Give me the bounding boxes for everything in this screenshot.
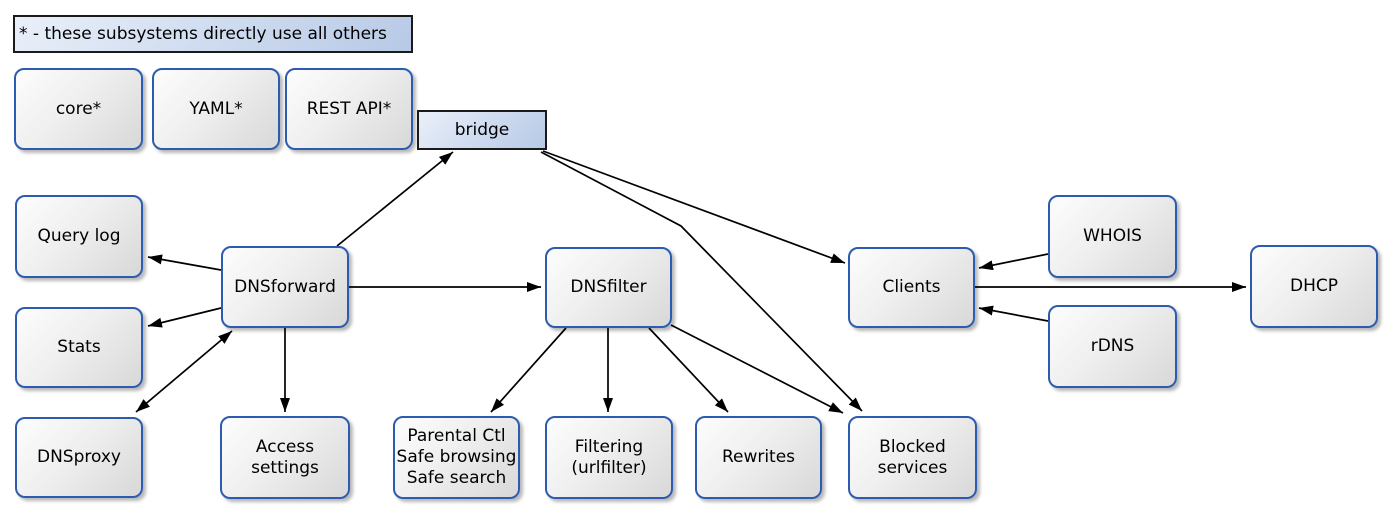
node-yaml: YAML* <box>152 68 280 150</box>
node-clients: Clients <box>848 247 975 328</box>
node-dnsfilter: DNSfilter <box>545 247 672 328</box>
edge-dnsforward-query_log <box>147 254 222 271</box>
legend-label: * - these subsystems directly use all ot… <box>19 23 387 44</box>
node-core: core* <box>14 68 143 150</box>
node-stats: Stats <box>15 307 143 388</box>
edge-dnsproxy-dnsforward <box>135 330 233 413</box>
node-dhcp-label: DHCP <box>1290 276 1338 297</box>
node-parental: Parental Ctl Safe browsing Safe search <box>393 416 520 499</box>
node-whois-label: WHOIS <box>1083 226 1142 247</box>
edge-bridge-blocked_services <box>540 151 863 412</box>
node-parental-label: Parental Ctl Safe browsing Safe search <box>396 426 517 488</box>
node-bridge-label: bridge <box>454 119 510 140</box>
node-dhcp: DHCP <box>1250 245 1378 328</box>
node-clients-label: Clients <box>882 277 941 298</box>
node-dnsforward-label: DNSforward <box>234 276 336 297</box>
edge-rdns-clients <box>978 305 1049 322</box>
node-query-log-label: Query log <box>37 226 121 247</box>
node-access-settings-label: Access settings <box>251 436 319 478</box>
edge-bridge-clients <box>542 150 846 264</box>
node-blocked-services-label: Blocked services <box>877 436 948 478</box>
node-dnsforward: DNSforward <box>221 246 349 328</box>
node-rewrites: Rewrites <box>695 416 822 499</box>
edge-whois-clients <box>978 253 1049 271</box>
node-rdns-label: rDNS <box>1090 336 1135 357</box>
node-rdns: rDNS <box>1048 305 1177 388</box>
node-dnsproxy-label: DNSproxy <box>36 447 121 468</box>
node-blocked-services: Blocked services <box>848 416 977 499</box>
node-rewrites-label: Rewrites <box>721 447 796 468</box>
node-yaml-label: YAML* <box>189 98 243 119</box>
node-dnsproxy: DNSproxy <box>15 417 143 498</box>
node-filtering: Filtering (urlfilter) <box>545 416 673 499</box>
edge-dnsforward-bridge <box>336 151 454 247</box>
node-stats-label: Stats <box>57 337 101 358</box>
legend-box: * - these subsystems directly use all ot… <box>13 15 413 53</box>
node-rest-api: REST API* <box>285 68 413 150</box>
node-bridge: bridge <box>417 110 547 150</box>
node-whois: WHOIS <box>1048 195 1177 278</box>
node-filtering-label: Filtering (urlfilter) <box>571 436 647 478</box>
edge-dnsfilter-rewrites <box>648 327 729 413</box>
node-access-settings: Access settings <box>220 416 350 499</box>
node-query-log: Query log <box>15 195 143 278</box>
node-dnsfilter-label: DNSfilter <box>570 277 647 298</box>
node-core-label: core* <box>55 98 102 119</box>
edge-dnsfilter-blocked_services <box>670 324 844 414</box>
edge-dnsfilter-parental <box>490 327 567 413</box>
edge-dnsforward-stats <box>147 307 222 328</box>
node-rest-api-label: REST API* <box>306 98 392 119</box>
